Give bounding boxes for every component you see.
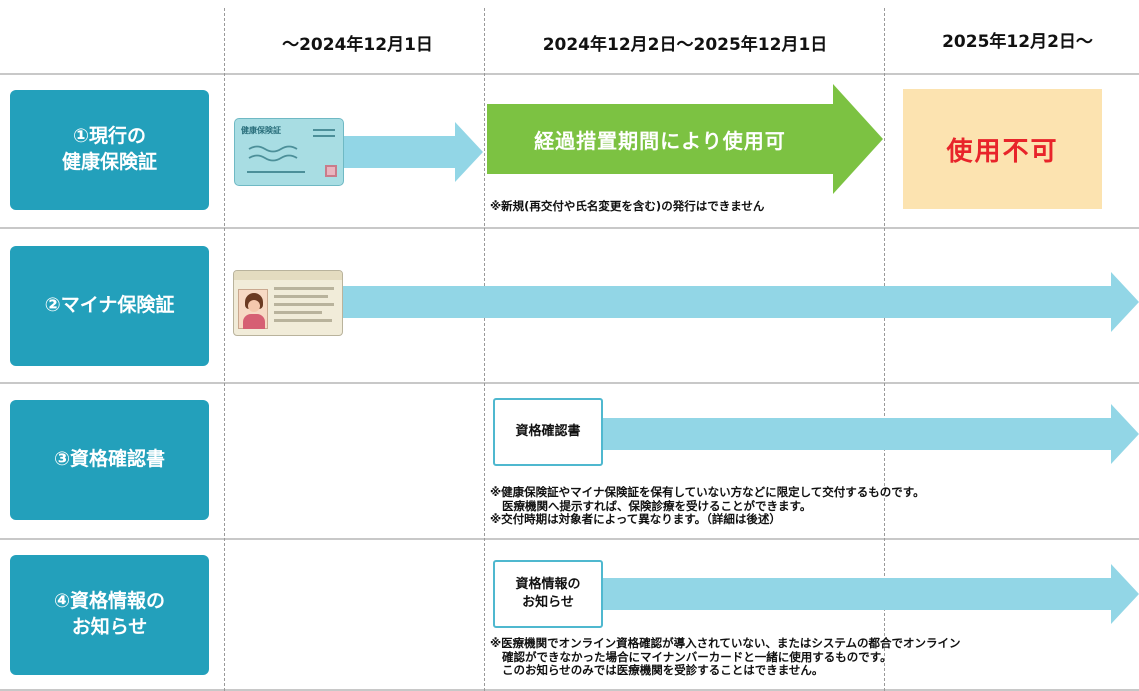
header-period-1: ～2024年12月1日 bbox=[282, 35, 433, 55]
card-photo-icon bbox=[238, 289, 268, 329]
arrow-row4-head bbox=[1111, 564, 1139, 624]
arrow-row2-head bbox=[1111, 272, 1139, 332]
card-line-icon bbox=[313, 129, 335, 131]
card-stamp-icon bbox=[325, 165, 337, 177]
transition-period-arrow: 経過措置期間により使用可 bbox=[487, 104, 833, 174]
arrow-row1-shaft bbox=[344, 136, 456, 168]
eligibility-certificate-box: 資格確認書 bbox=[493, 398, 603, 466]
card-text-lines bbox=[274, 287, 334, 290]
header-period-3: 2025年12月2日～ bbox=[942, 32, 1093, 52]
card-text-lines bbox=[274, 295, 328, 298]
row-divider-2 bbox=[0, 382, 1139, 384]
header-period-2: 2024年12月2日～2025年12月1日 bbox=[542, 35, 828, 55]
arrow-row2-shaft bbox=[343, 286, 1114, 318]
card-line-icon bbox=[313, 135, 335, 137]
card-text-lines bbox=[274, 303, 334, 306]
row-label-eligibility-notice: ④資格情報の お知らせ bbox=[10, 555, 209, 675]
row-divider-1 bbox=[0, 227, 1139, 229]
row3-note: ※健康保険証やマイナ保険証を保有していない方などに限定して交付するものです。 医… bbox=[490, 485, 925, 527]
row-divider-3 bbox=[0, 538, 1139, 540]
card-title: 健康保険証 bbox=[241, 126, 281, 135]
card-bottom-line bbox=[247, 171, 305, 173]
header-divider bbox=[0, 73, 1139, 75]
card-wave-icon bbox=[248, 145, 298, 162]
eligibility-notice-box: 資格情報の お知らせ bbox=[493, 560, 603, 628]
row-divider-4 bbox=[0, 689, 1139, 691]
row-label-myna-insurance-card: ②マイナ保険証 bbox=[10, 246, 209, 366]
period-divider-3 bbox=[884, 8, 885, 691]
card-header-band bbox=[234, 271, 342, 280]
arrow-row3-head bbox=[1111, 404, 1139, 464]
row4-note: ※医療機関でオンライン資格確認が導入されていない、またはシステムの都合でオンライ… bbox=[490, 636, 961, 678]
health-insurance-card-illustration: 健康保険証 bbox=[234, 118, 344, 186]
card-text-lines bbox=[274, 311, 322, 314]
row1-note: ※新規(再交付や氏名変更を含む)の発行はできません bbox=[490, 199, 765, 213]
arrow-row3-shaft bbox=[603, 418, 1114, 450]
card-text-lines bbox=[274, 319, 332, 322]
period-divider-1 bbox=[224, 8, 225, 691]
period-divider-2 bbox=[484, 8, 485, 691]
transition-period-arrow-head bbox=[833, 84, 883, 194]
arrow-row1-head bbox=[455, 122, 483, 182]
row-label-current-insurance-card: ①現行の 健康保険証 bbox=[10, 90, 209, 210]
unusable-box: 使用不可 bbox=[903, 89, 1102, 209]
row-label-eligibility-certificate: ③資格確認書 bbox=[10, 400, 209, 520]
my-number-card-illustration bbox=[233, 270, 343, 336]
arrow-row4-shaft bbox=[603, 578, 1114, 610]
